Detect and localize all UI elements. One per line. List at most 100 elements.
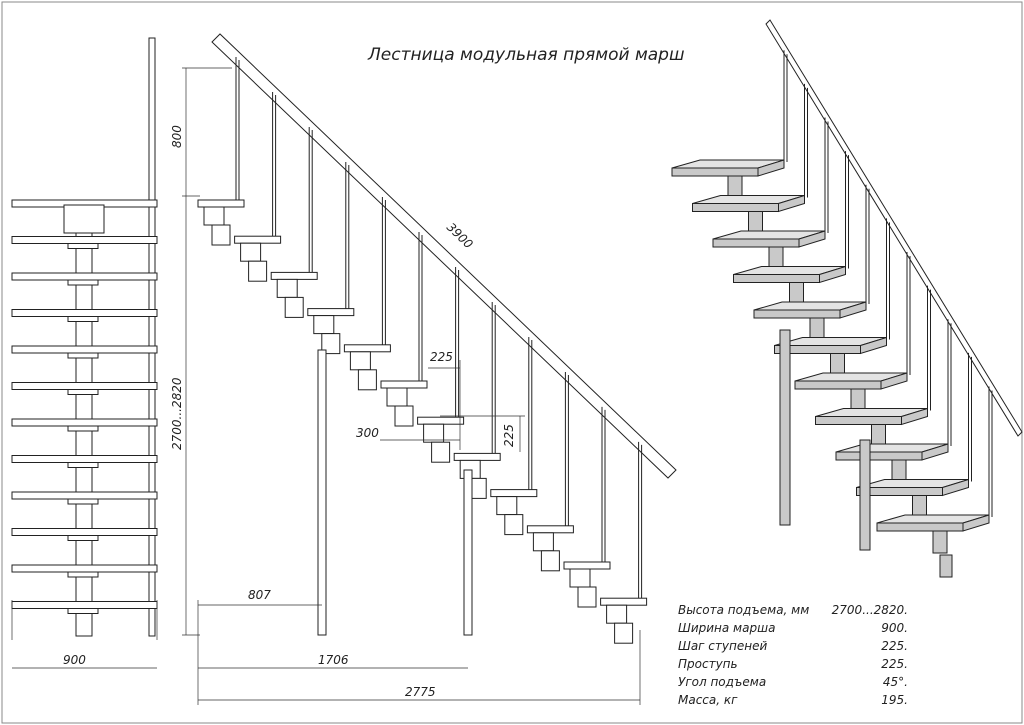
top-bracket xyxy=(63,204,105,234)
tread xyxy=(380,380,428,389)
module xyxy=(496,496,518,516)
bracket xyxy=(67,535,99,541)
tread xyxy=(563,561,611,570)
spec-value: 900. xyxy=(881,621,908,635)
tread xyxy=(11,601,158,609)
tread xyxy=(11,382,158,390)
tread xyxy=(453,452,501,461)
spec-value: 225. xyxy=(881,657,908,671)
spec-label: Ширина марша xyxy=(678,621,775,635)
module xyxy=(394,405,414,427)
bracket xyxy=(67,389,99,395)
tread xyxy=(343,344,391,353)
support-post xyxy=(939,554,953,578)
front-view xyxy=(11,37,158,669)
tread-side xyxy=(778,194,805,213)
tread-front xyxy=(753,309,841,319)
dim-offset: 300 xyxy=(356,426,379,440)
dim-rail-length: 3900 xyxy=(444,220,476,252)
tread xyxy=(11,309,158,317)
tread-side xyxy=(942,478,969,497)
spec-label: Шаг ступеней xyxy=(678,639,767,653)
module xyxy=(248,260,268,282)
bracket xyxy=(67,352,99,359)
tread xyxy=(234,235,282,244)
support-post xyxy=(317,349,327,636)
spec-label: Угол подъема xyxy=(678,675,766,689)
module xyxy=(540,550,560,572)
module xyxy=(504,514,524,536)
bracket xyxy=(67,498,99,505)
module xyxy=(203,206,225,226)
tread xyxy=(417,416,465,425)
dim-top-height: 800 xyxy=(170,125,184,148)
bracket xyxy=(67,571,99,578)
support-post xyxy=(859,439,871,551)
dim-2775: 2775 xyxy=(405,685,436,699)
specs-table: Высота подъема, мм 2700...2820. Ширина м… xyxy=(678,603,908,707)
spec-value: 195. xyxy=(881,693,908,707)
tread xyxy=(11,236,158,244)
tread xyxy=(11,455,158,463)
tread-side xyxy=(819,265,846,284)
module xyxy=(606,604,628,624)
tread xyxy=(600,597,648,606)
tread-side xyxy=(798,230,826,248)
bracket xyxy=(67,279,99,286)
module xyxy=(211,224,231,246)
dim-step-rise: 225 xyxy=(502,424,516,447)
tread-front xyxy=(671,167,759,177)
module xyxy=(532,532,554,552)
tread-side xyxy=(839,301,867,319)
dim-front-width: 900 xyxy=(63,653,86,667)
tread-side xyxy=(880,372,908,390)
tread-side xyxy=(860,336,887,355)
handrail xyxy=(211,33,677,479)
tread-front xyxy=(835,451,923,461)
drawing-title: Лестница модульная прямой марш xyxy=(367,45,685,65)
tread-front xyxy=(794,380,882,390)
dim-total-height: 2700...2820 xyxy=(170,377,184,450)
bracket xyxy=(67,608,99,614)
tread-front xyxy=(733,274,820,283)
spec-value: 225. xyxy=(881,639,908,653)
tread xyxy=(11,564,158,573)
tread xyxy=(197,199,245,208)
module xyxy=(577,586,597,608)
module xyxy=(349,351,371,371)
bracket xyxy=(67,243,99,249)
tread-front xyxy=(692,203,779,212)
bracket xyxy=(67,316,99,322)
tread xyxy=(11,491,158,500)
bracket xyxy=(67,425,99,432)
module xyxy=(431,441,451,463)
tread xyxy=(11,272,158,281)
tread xyxy=(526,525,574,534)
bracket xyxy=(67,462,99,468)
tread xyxy=(270,271,318,280)
tread-front xyxy=(876,522,964,532)
dim-807: 807 xyxy=(248,588,271,602)
tread xyxy=(11,528,158,536)
handrail xyxy=(765,19,1023,437)
module xyxy=(240,242,262,262)
isometric-view xyxy=(671,19,1023,578)
tread-side xyxy=(901,407,928,426)
tread-front xyxy=(712,238,800,248)
support-post xyxy=(779,329,791,526)
module xyxy=(321,333,341,355)
dim-1706: 1706 xyxy=(318,653,349,667)
tread xyxy=(11,418,158,427)
side-view xyxy=(182,33,677,705)
tread-side xyxy=(757,159,785,177)
spec-value: 45°. xyxy=(883,675,908,689)
spec-label: Масса, кг xyxy=(678,693,738,707)
spec-label: Высота подъема, мм xyxy=(678,603,809,617)
tread-side xyxy=(962,514,990,532)
handrail-post xyxy=(148,37,156,637)
tread xyxy=(11,345,158,354)
module xyxy=(569,568,591,588)
module xyxy=(423,423,445,443)
module xyxy=(386,387,408,407)
